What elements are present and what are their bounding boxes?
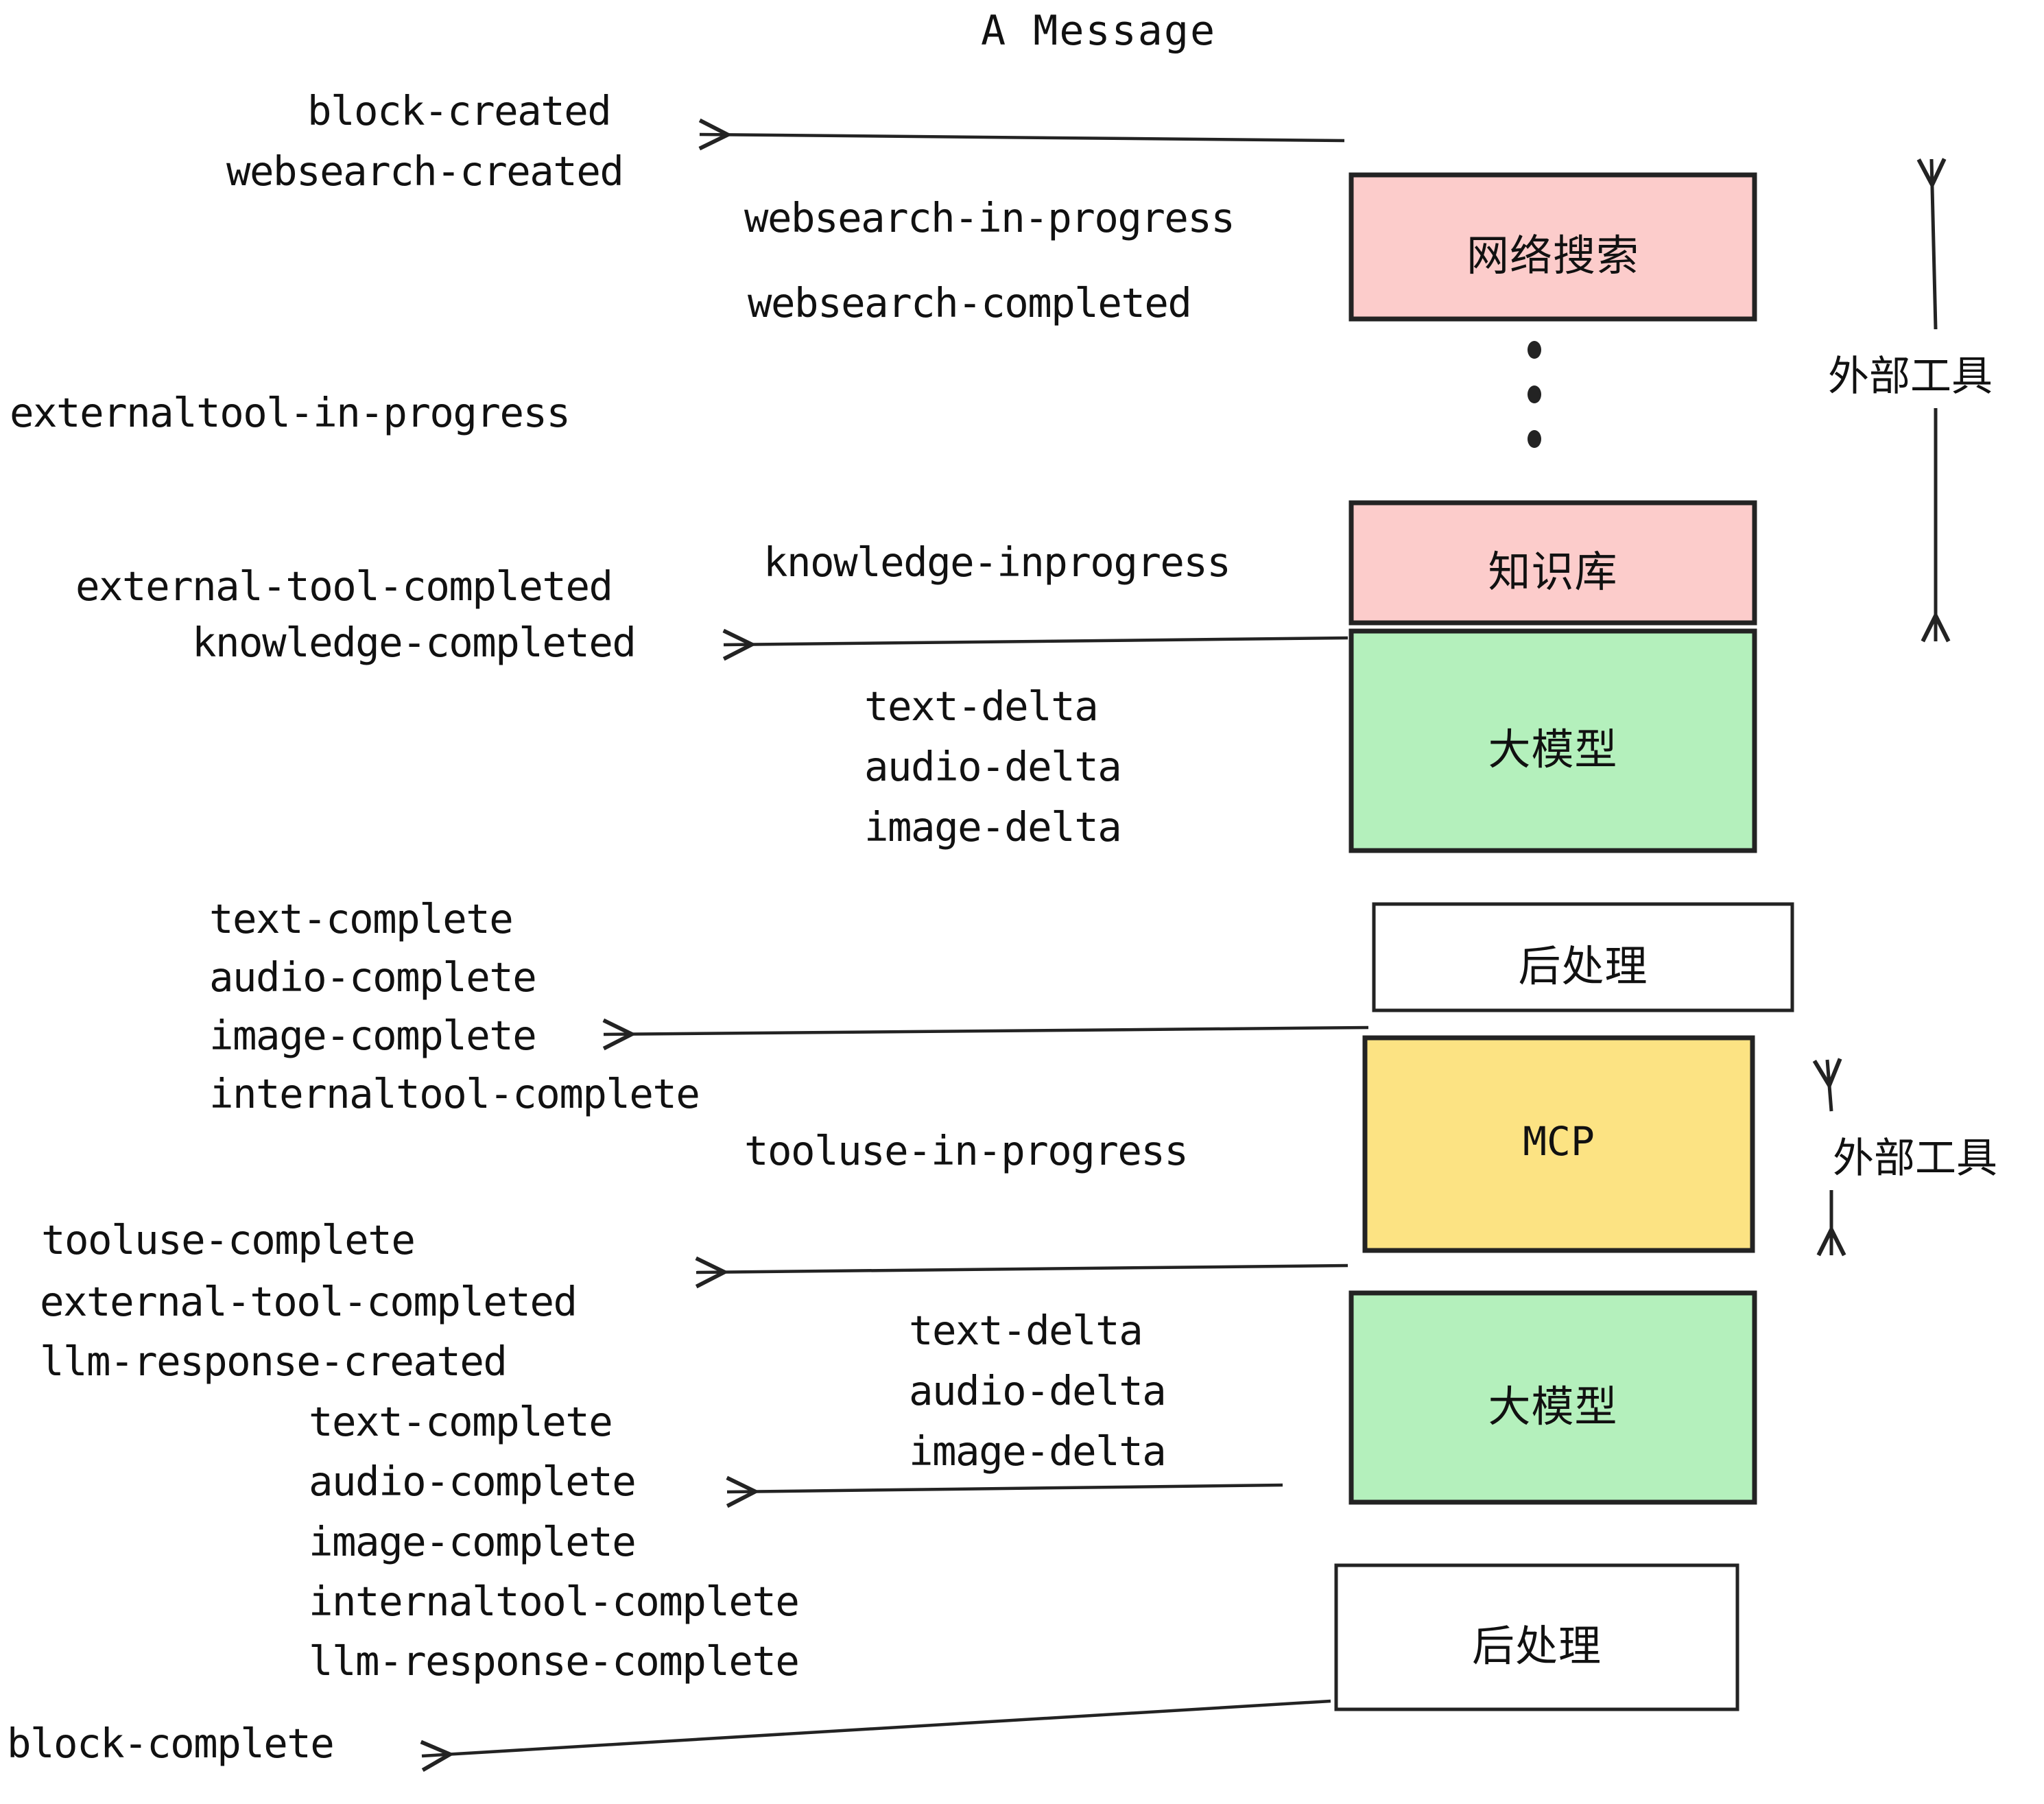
ellipsis-dot-0 [1528, 341, 1541, 359]
box-knowledge [1348, 500, 1757, 626]
box-label-postprocess-2: 后处理 [1471, 1621, 1602, 1671]
event-label-image-complete-2: image-complete [309, 1518, 637, 1565]
box-websearch [1348, 172, 1757, 322]
side-arrow-up-1 [1827, 1060, 1831, 1112]
arrow-block-complete [422, 1699, 1331, 1756]
ellipsis-dot-2 [1528, 430, 1541, 448]
box-postprocess-1 [1372, 902, 1794, 1012]
ellipsis-dot-1 [1528, 385, 1541, 403]
event-label-websearch-in-progress: websearch-in-progress [744, 194, 1235, 241]
arrow-image-complete [604, 1028, 1369, 1034]
box-llm-1 [1348, 628, 1757, 853]
box-mcp [1362, 1035, 1755, 1253]
side-arrow-up-0 [1932, 159, 1936, 330]
box-postprocess-2 [1334, 1563, 1739, 1711]
event-label-tooluse-in-progress: tooluse-in-progress [744, 1127, 1189, 1174]
box-label-llm-2: 大模型 [1488, 1381, 1618, 1432]
event-label-external-tool-completed-1: external-tool-completed [75, 562, 613, 610]
event-label-internaltool-complete-1: internaltool-complete [209, 1070, 700, 1117]
event-label-knowledge-completed: knowledge-completed [192, 619, 637, 666]
arrow-knowledge-done [724, 638, 1348, 645]
event-label-text-delta-1: text-delta [864, 683, 1099, 730]
box-label-postprocess-1: 后处理 [1518, 940, 1648, 991]
side-label-external-tools-lower: 外部工具 [1833, 1135, 1997, 1183]
event-label-tooluse-complete: tooluse-complete [41, 1216, 416, 1263]
event-label-image-complete-1: image-complete [209, 1012, 537, 1059]
box-label-llm-1: 大模型 [1488, 724, 1618, 774]
box-label-websearch: 网络搜索 [1466, 230, 1639, 281]
event-label-knowledge-inprogress: knowledge-inprogress [763, 538, 1231, 586]
event-label-text-complete-2: text-complete [309, 1398, 613, 1445]
event-label-audio-delta-1: audio-delta [864, 743, 1122, 790]
event-label-text-delta-2: text-delta [909, 1307, 1143, 1354]
side-arrow-group [1827, 159, 1936, 1255]
event-label-image-delta-2: image-delta [909, 1427, 1167, 1475]
event-label-image-delta-1: image-delta [864, 803, 1122, 851]
box-llm-2 [1348, 1290, 1757, 1505]
side-label-external-tools-upper: 外部工具 [1828, 353, 1993, 401]
event-label-llm-response-created: llm-response-created [40, 1338, 508, 1385]
box-label-mcp: MCP [1523, 1118, 1595, 1165]
event-label-audio-delta-2: audio-delta [909, 1367, 1167, 1414]
event-label-externaltool-in-progress: externaltool-in-progress [10, 389, 571, 436]
arrow-tooluse-complete [696, 1266, 1348, 1272]
event-label-external-tool-completed-2: external-tool-completed [40, 1278, 578, 1325]
box-group [1334, 172, 1794, 1711]
box-label-knowledge: 知识库 [1488, 546, 1618, 597]
event-label-audio-complete-2: audio-complete [309, 1458, 637, 1505]
event-label-text-complete-1: text-complete [209, 895, 514, 942]
event-label-llm-response-complete: llm-response-complete [309, 1637, 800, 1685]
page-title: A Message [981, 7, 1217, 55]
event-label-websearch-created: websearch-created [226, 147, 624, 195]
arrow-block-created [700, 134, 1345, 141]
event-label-block-complete: block-complete [7, 1720, 335, 1767]
event-label-internaltool-complete-2: internaltool-complete [309, 1578, 800, 1625]
vertical-ellipsis [1528, 341, 1541, 448]
flow-arrow-group [422, 134, 1369, 1756]
arrow-audio-complete [727, 1485, 1283, 1492]
event-label-audio-complete-1: audio-complete [209, 953, 537, 1001]
event-label-websearch-completed: websearch-completed [748, 279, 1192, 327]
event-label-block-created: block-created [307, 87, 612, 134]
